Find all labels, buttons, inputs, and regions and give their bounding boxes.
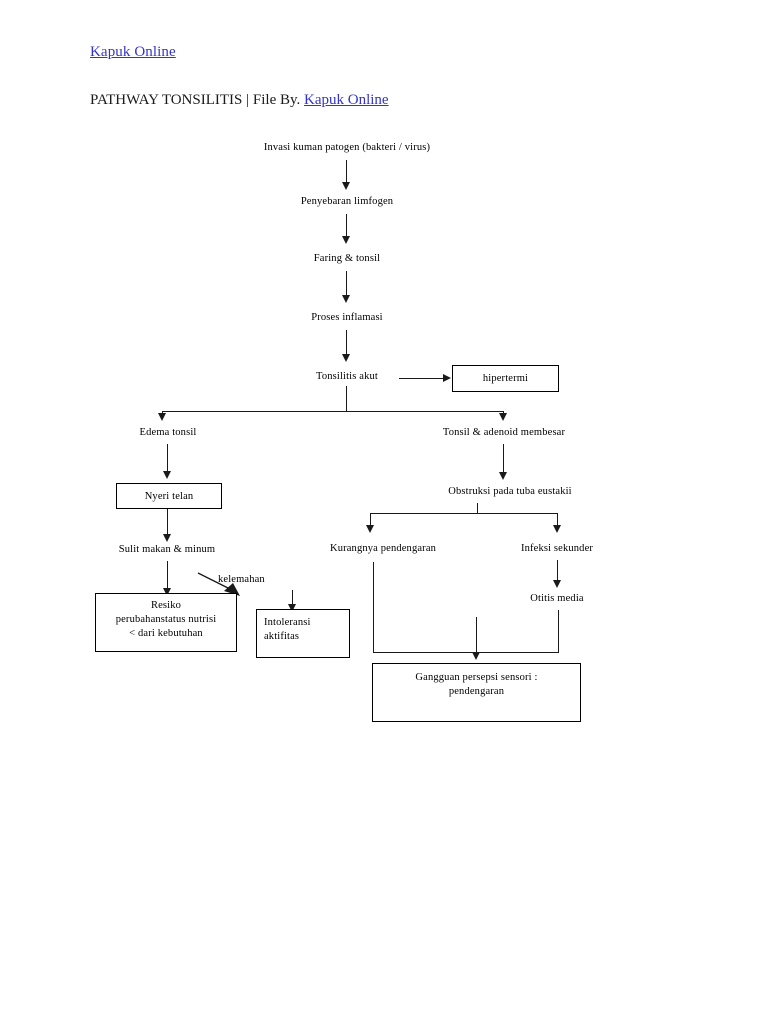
split-1-bar <box>162 411 504 413</box>
edge-n7-n9-arrowhead <box>163 471 171 479</box>
node-proses-inflamasi: Proses inflamasi <box>311 312 383 323</box>
edge-n2-n3-line <box>346 214 348 240</box>
edge-n11-n14-diagonal-arrow <box>197 572 240 596</box>
split-1-right-arrowhead <box>499 413 507 421</box>
edge-n11-n16-line <box>167 561 169 594</box>
page-title: PATHWAY TONSILITIS | File By. Kapuk Onli… <box>90 92 389 109</box>
edge-n1-n2-line <box>346 160 348 186</box>
split-2-right-drop <box>557 513 559 529</box>
split-2-stem <box>477 503 479 514</box>
node-obstruksi-tuba-eustakii: Obstruksi pada tuba eustakii <box>448 486 572 497</box>
kapuk-online-inline-link[interactable]: Kapuk Online <box>304 92 389 108</box>
node-nyeri-telan-box: Nyeri telan <box>116 483 222 509</box>
edge-n5-n6-arrowhead <box>443 374 451 382</box>
split-2-left-arrowhead <box>366 525 374 533</box>
edge-n9-n11-arrowhead <box>163 534 171 542</box>
edge-n11-n16-arrowhead <box>163 588 171 596</box>
node-kelemahan: kelemahan <box>218 574 265 585</box>
node-otitis-media: Otitis media <box>530 593 584 604</box>
edge-n14-n17-arrowhead <box>288 604 296 612</box>
node-invasi-kuman-patogen: Invasi kuman patogen (bakteri / virus) <box>263 142 431 153</box>
node-kurangnya-pendengaran: Kurangnya pendengaran <box>329 543 437 554</box>
kapuk-online-top-link[interactable]: Kapuk Online <box>90 44 176 60</box>
merge-arrowhead <box>472 652 480 660</box>
split-1-stem <box>346 386 348 412</box>
edge-n1-n2-arrowhead <box>342 182 350 190</box>
resiko-nutrisi-line-3: < dari kebutuhan <box>129 628 203 639</box>
split-1-left-arrowhead <box>158 413 166 421</box>
node-intoleransi-aktifitas-box: Intoleransi aktifitas <box>256 609 350 658</box>
intoleransi-line-1: Intoleransi <box>264 617 311 628</box>
node-hipertermi-box: hipertermi <box>452 365 559 392</box>
edge-n8-n10-line <box>503 444 505 476</box>
node-penyebaran-limfogen: Penyebaran limfogen <box>300 196 394 207</box>
node-tonsil-adenoid-membesar: Tonsil & adenoid membesar <box>442 427 566 438</box>
page-title-text: PATHWAY TONSILITIS | File By. <box>90 92 301 108</box>
edge-n3-n4-arrowhead <box>342 295 350 303</box>
node-sulit-makan-minum: Sulit makan & minum <box>118 544 216 555</box>
resiko-nutrisi-line-2: perubahanstatus nutrisi <box>115 614 217 625</box>
edge-n13-n15-arrowhead <box>553 580 561 588</box>
resiko-nutrisi-line-1: Resiko <box>150 600 182 611</box>
split-2-bar <box>370 513 558 515</box>
merge-bar <box>373 652 559 654</box>
node-resiko-nutrisi-box: Resiko perubahanstatus nutrisi < dari ke… <box>95 593 237 652</box>
gangguan-line-1: Gangguan persepsi sensori : <box>415 672 538 683</box>
edge-n2-n3-arrowhead <box>342 236 350 244</box>
edge-n7-n9-line <box>167 444 169 474</box>
edge-n5-n6-line <box>399 378 445 380</box>
split-2-left-drop <box>370 513 372 529</box>
split-2-right-arrowhead <box>553 525 561 533</box>
edge-n4-n5-line <box>346 330 348 358</box>
edge-n9-n11-line <box>167 509 169 538</box>
node-tonsilitis-akut: Tonsilitis akut <box>316 371 378 382</box>
gangguan-line-2: pendengaran <box>448 686 505 697</box>
merge-stem <box>476 617 478 655</box>
edge-n3-n4-line <box>346 271 348 299</box>
edge-n8-n10-arrowhead <box>499 472 507 480</box>
node-infeksi-sekunder: Infeksi sekunder <box>520 543 594 554</box>
merge-right-vline <box>558 610 560 653</box>
merge-left-vline <box>373 562 375 653</box>
node-edema-tonsil: Edema tonsil <box>139 427 197 438</box>
edge-n4-n5-arrowhead <box>342 354 350 362</box>
node-faring-tonsil: Faring & tonsil <box>313 253 381 264</box>
intoleransi-line-2: aktifitas <box>264 631 300 642</box>
edge-n13-n15-line <box>557 560 559 584</box>
edge-n14-n17-line <box>292 590 294 612</box>
node-gangguan-persepsi-sensori-box: Gangguan persepsi sensori : pendengaran <box>372 663 581 722</box>
